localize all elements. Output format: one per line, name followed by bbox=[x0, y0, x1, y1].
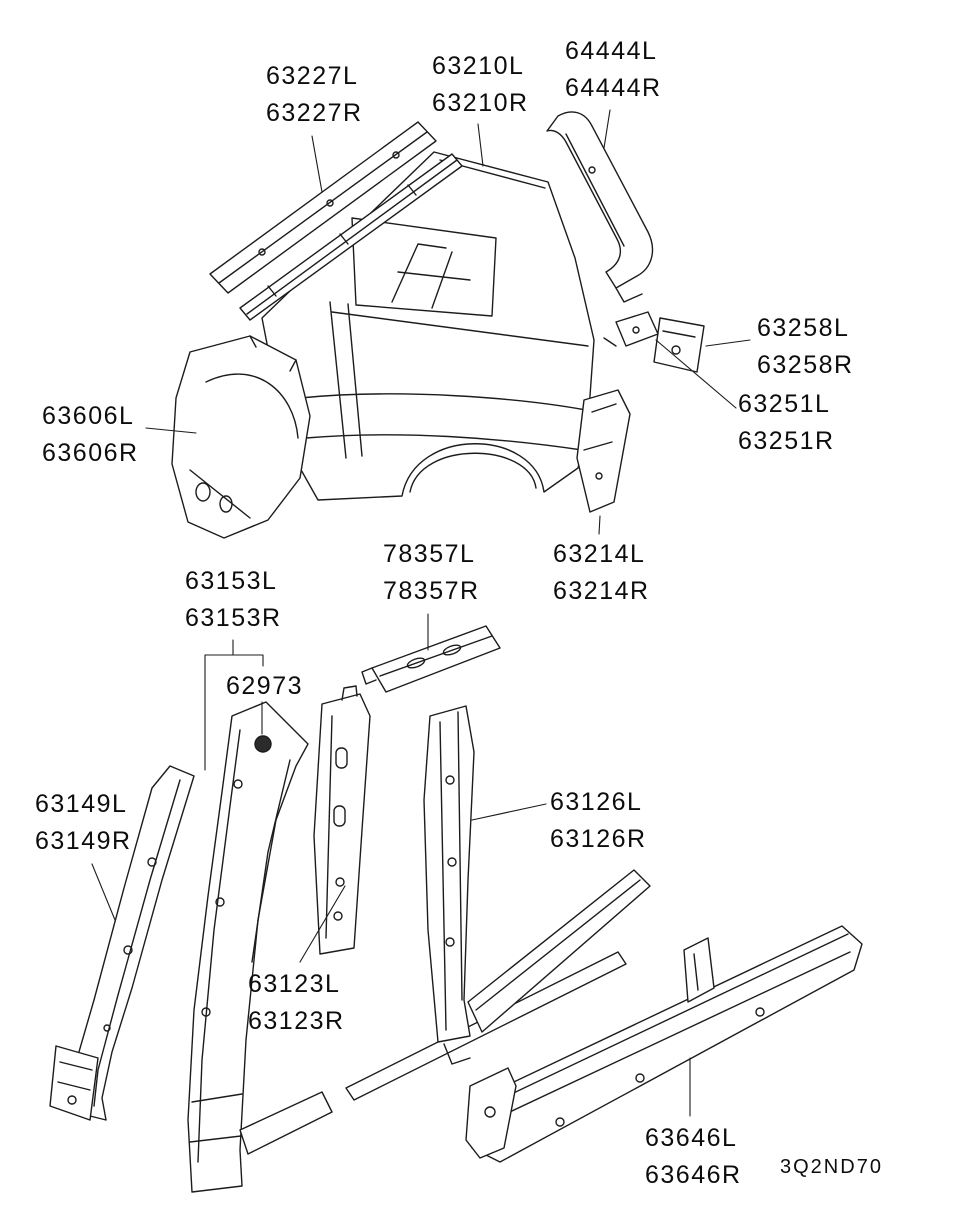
part-label-63227: 63227L 63227R bbox=[266, 62, 363, 127]
part-label-63149: 63149L 63149R bbox=[35, 790, 132, 855]
part-label-63123: 63123L 63123R bbox=[248, 970, 345, 1035]
part-label-63646: 63646L 63646R bbox=[645, 1124, 742, 1189]
part-label-63258: 63258L 63258R bbox=[757, 314, 854, 379]
panel-63214-drawing bbox=[576, 389, 631, 513]
part-label-64444: 64444L 64444R bbox=[565, 37, 662, 102]
part-label-63214: 63214L 63214R bbox=[553, 540, 650, 605]
part-label-63251: 63251L 63251R bbox=[738, 390, 835, 455]
part-label-62973: 62973 bbox=[226, 672, 304, 700]
sill-panel-drawing bbox=[465, 925, 863, 1163]
pillar-with-sill-drawing bbox=[345, 705, 651, 1101]
part-label-78357: 78357L 78357R bbox=[383, 540, 480, 605]
part-label-63153: 63153L 63153R bbox=[185, 567, 282, 632]
grommet-62973-drawing bbox=[254, 735, 272, 753]
bracket-63258-drawing bbox=[653, 317, 705, 373]
diagram-code: 3Q2ND70 bbox=[780, 1156, 883, 1178]
pillar-assembly-drawing bbox=[187, 701, 333, 1193]
wheelhouse-inner-drawing bbox=[171, 335, 311, 539]
part-label-63126: 63126L 63126R bbox=[550, 788, 647, 853]
reinforcement-78357-drawing bbox=[361, 625, 501, 693]
bracket-63251-drawing bbox=[603, 311, 659, 347]
pillar-inner-drawing bbox=[313, 685, 371, 955]
pillar-outer-drawing bbox=[49, 765, 195, 1121]
part-label-63210: 63210L 63210R bbox=[432, 52, 529, 117]
rear-pillar-drawing bbox=[546, 111, 654, 303]
roof-side-rail-drawing bbox=[209, 121, 463, 321]
leader-lines bbox=[91, 109, 751, 1117]
part-label-63606: 63606L 63606R bbox=[42, 402, 139, 467]
